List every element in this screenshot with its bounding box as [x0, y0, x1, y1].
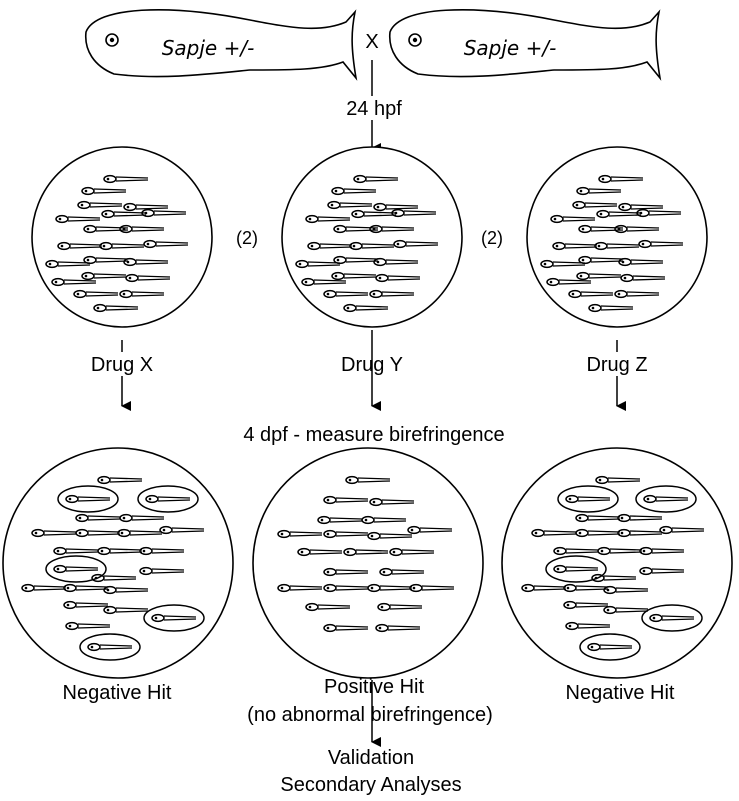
petri-dish-icon: [526, 146, 708, 328]
next-step-secondary-analyses: Secondary Analyses: [280, 774, 461, 796]
abnormal-larvae-group: [545, 485, 703, 661]
dilution-label-right: (2): [481, 228, 503, 248]
petri-dish-icon: [31, 146, 213, 328]
fish-eye-icon: [408, 33, 422, 47]
parent-label-left: Sapje +/-: [162, 36, 255, 60]
result-label-left: Negative Hit: [63, 682, 172, 704]
dish-pre-treatment-middle: [281, 146, 463, 328]
result-label-middle-line2: (no abnormal birefringence): [247, 704, 493, 726]
dish-pre-treatment-left: [31, 146, 213, 328]
dish-result-middle: [252, 447, 484, 679]
cross-symbol: X: [365, 31, 378, 53]
fish-eye-icon: [105, 33, 119, 47]
time-label-24hpf: 24 hpf: [346, 98, 402, 120]
dish-pre-treatment-right: [526, 146, 708, 328]
fish-outline-icon: [85, 9, 358, 81]
result-label-middle-line1: Positive Hit: [324, 676, 424, 698]
drug-label-x: Drug X: [91, 354, 153, 376]
dish-result-left: [2, 447, 234, 679]
dish-result-right: [501, 447, 733, 679]
petri-dish-icon: [252, 447, 484, 679]
petri-dish-icon: [281, 146, 463, 328]
parent-label-right: Sapje +/-: [464, 36, 557, 60]
abnormal-larvae-group: [45, 485, 205, 661]
dilution-label-left: (2): [236, 228, 258, 248]
next-step-validation: Validation: [328, 747, 414, 769]
fish-outline-icon: [389, 9, 662, 81]
drug-label-z: Drug Z: [586, 354, 647, 376]
drug-label-y: Drug Y: [341, 354, 403, 376]
petri-dish-icon: [501, 447, 733, 679]
parent-fish-right: Sapje +/-: [389, 9, 662, 81]
result-label-right: Negative Hit: [566, 682, 675, 704]
petri-dish-icon: [2, 447, 234, 679]
time-label-4dpf: 4 dpf - measure birefringence: [243, 424, 504, 446]
parent-fish-left: Sapje +/-: [85, 9, 358, 81]
